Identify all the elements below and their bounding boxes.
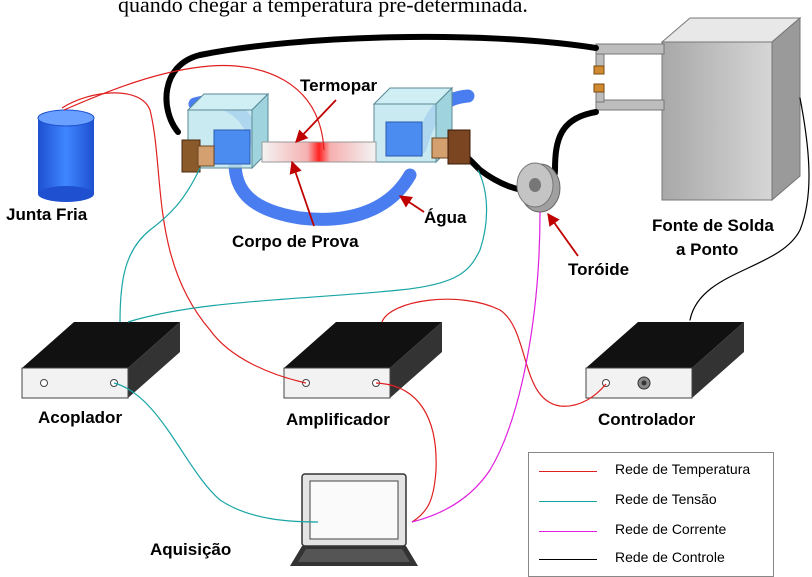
spot-welder <box>593 16 802 202</box>
coupler-box <box>21 322 180 399</box>
legend-label: Rede de Corrente <box>615 521 727 537</box>
label-junta-fria: Junta Fria <box>6 205 88 224</box>
label-corpo-de-prova: Corpo de Prova <box>232 232 359 251</box>
voltage-network <box>113 167 488 523</box>
legend-label: Rede de Temperatura <box>615 461 751 477</box>
label-acoplador: Acoplador <box>38 408 123 427</box>
legend-line <box>539 531 597 532</box>
label-aquisicao: Aquisição <box>150 540 232 559</box>
cold-junction-cylinder <box>37 109 95 202</box>
legend-line <box>539 559 597 560</box>
pointer-arrows <box>289 99 579 257</box>
temperature-network <box>61 64 607 523</box>
label-fonte-line-2: a Ponto <box>676 240 739 259</box>
label-controlador: Controlador <box>598 410 696 429</box>
label-termopar: Termopar <box>300 76 378 95</box>
legend-line <box>539 471 597 472</box>
amplifier-box <box>283 322 442 399</box>
label-amplificador: Amplificador <box>286 410 390 429</box>
label-toroide: Toróide <box>568 260 630 279</box>
legend-line <box>539 501 597 502</box>
label-agua: Água <box>424 208 467 227</box>
legend-label: Rede de Controle <box>615 549 725 565</box>
controller-box <box>585 322 744 399</box>
toroid <box>516 162 561 213</box>
test-rig <box>181 86 471 173</box>
caption-text: quando chegar a temperatura pré-determin… <box>118 0 528 17</box>
current-network <box>411 211 541 523</box>
legend-label: Rede de Tensão <box>615 491 717 507</box>
legend-box: Rede de Temperatura Rede de Tensão Rede … <box>528 452 774 577</box>
label-fonte-line-1: Fonte de Solda <box>652 216 774 235</box>
laptop <box>290 473 418 566</box>
